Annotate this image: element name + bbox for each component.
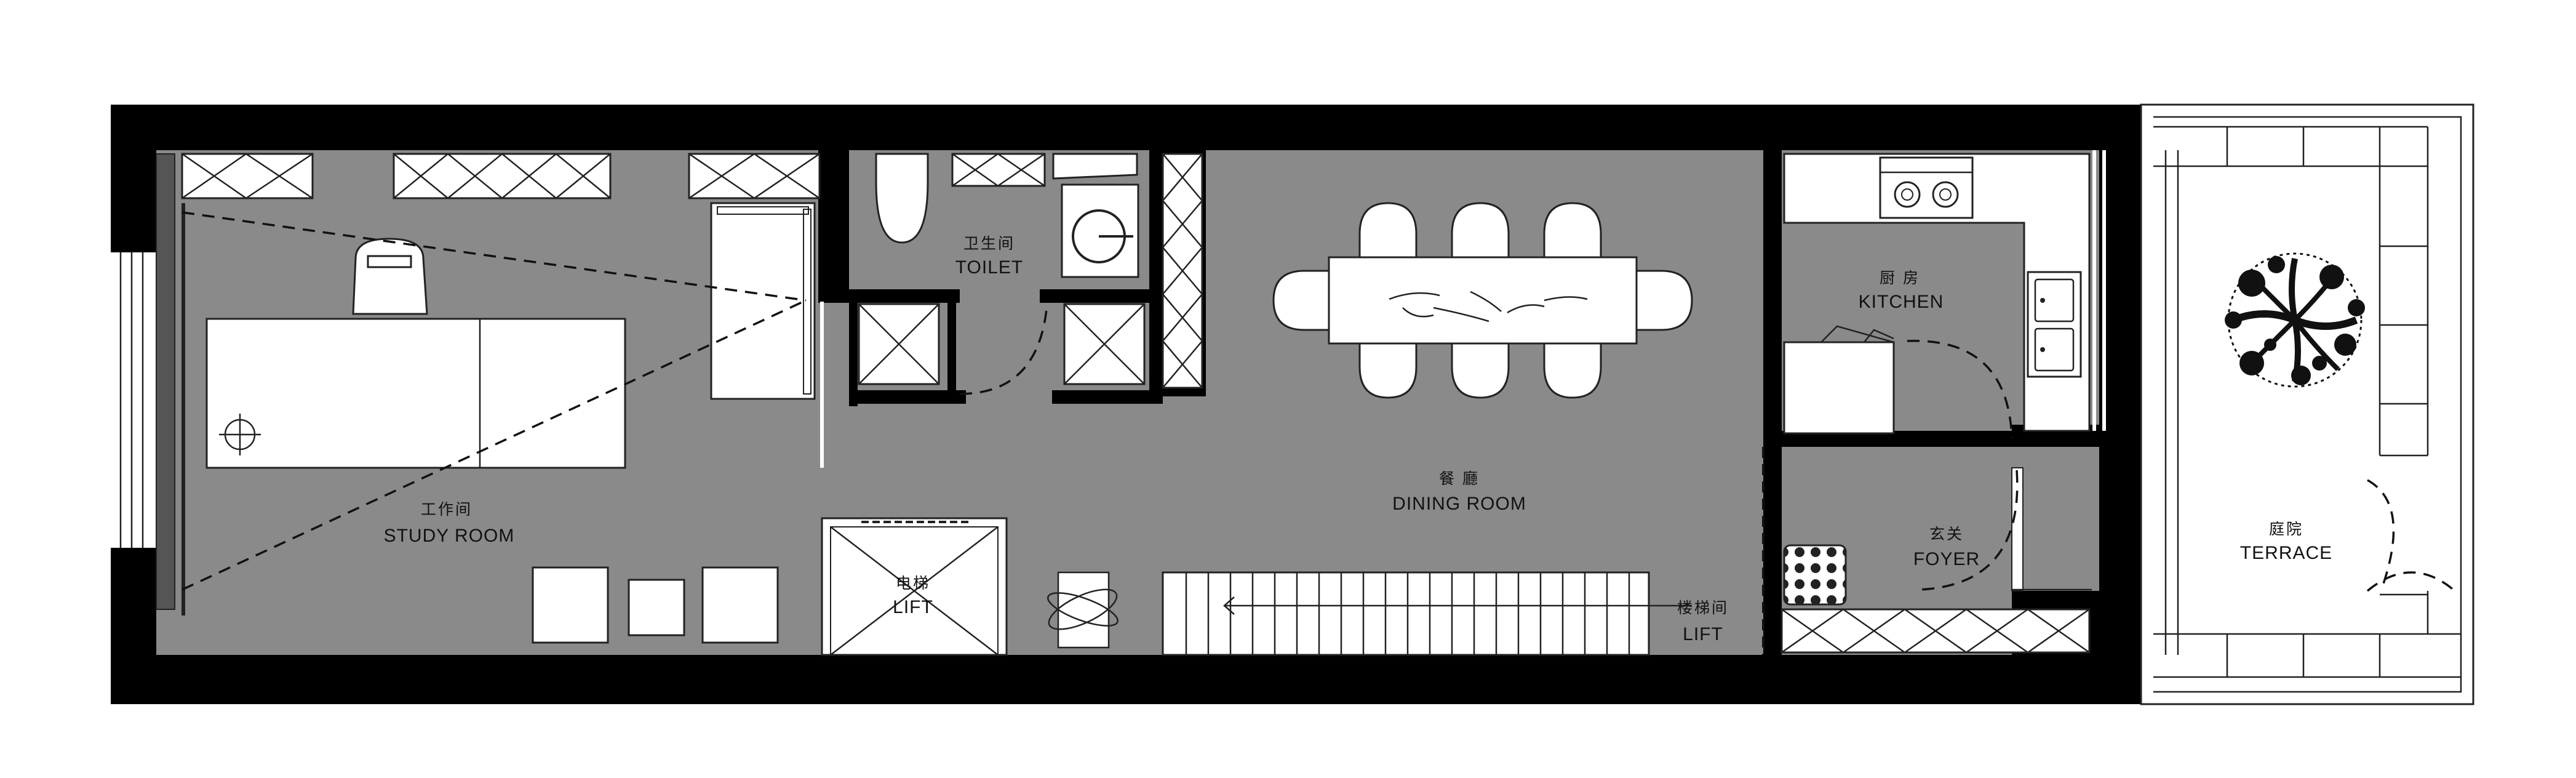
- foyer-cabinet: [1780, 608, 2091, 654]
- study-cabinets: [181, 153, 821, 199]
- study-chair: [352, 238, 428, 315]
- svg-text:FOYER: FOYER: [1913, 549, 1980, 569]
- room-label-kitchen: 厨 房 KITCHEN: [1859, 270, 1944, 312]
- terrace-tree: [2225, 252, 2365, 388]
- study-ottomans: [532, 566, 779, 644]
- room-label-foyer: 玄关 FOYER: [1913, 526, 1980, 569]
- svg-text:LIFT: LIFT: [893, 597, 933, 617]
- study-desk: [205, 318, 626, 469]
- foyer-mat: [1783, 544, 1847, 606]
- outer-walls: [111, 105, 2141, 704]
- svg-text:卫生间: 卫生间: [963, 235, 1015, 252]
- lounge-chair: [1047, 571, 1119, 649]
- room-label-lift: 电梯 LIFT: [893, 575, 933, 617]
- kitchen-counter: [1783, 150, 2106, 432]
- terrace: [2140, 103, 2474, 705]
- svg-text:TERRACE: TERRACE: [2240, 543, 2332, 563]
- svg-text:厨 房: 厨 房: [1880, 270, 1920, 287]
- kitchen-door-swing: [1907, 340, 2013, 439]
- room-label-dining: 餐 廳 DINING ROOM: [1392, 470, 1526, 514]
- study-sofa: [710, 202, 824, 468]
- study-dash-lines: [181, 211, 807, 591]
- svg-text:餐 廳: 餐 廳: [1439, 470, 1480, 487]
- svg-text:玄关: 玄关: [1929, 526, 1964, 543]
- tall-storage: [1162, 153, 1203, 389]
- study-window: [111, 153, 185, 616]
- svg-text:LIFT: LIFT: [1683, 624, 1723, 644]
- kitchen-appliance: [1783, 325, 1895, 435]
- svg-text:楼梯间: 楼梯间: [1677, 600, 1729, 617]
- room-label-terrace: 庭院 TERRACE: [2240, 521, 2332, 563]
- svg-text:STUDY ROOM: STUDY ROOM: [384, 526, 515, 546]
- toilet-fixtures: [858, 153, 1146, 395]
- svg-text:庭院: 庭院: [2269, 521, 2303, 538]
- svg-text:工作间: 工作间: [421, 501, 473, 518]
- staircase: [1162, 571, 1692, 656]
- svg-text:KITCHEN: KITCHEN: [1859, 292, 1944, 312]
- dining-chairs: [1272, 202, 1693, 399]
- room-label-toilet: 卫生间 TOILET: [955, 235, 1023, 278]
- dining-table: [1328, 256, 1638, 345]
- foyer-door: [1919, 467, 2092, 592]
- room-label-stair: 楼梯间 LIFT: [1677, 600, 1729, 644]
- svg-text:电梯: 电梯: [896, 575, 930, 592]
- room-label-study: 工作间 STUDY ROOM: [384, 501, 515, 546]
- svg-text:TOILET: TOILET: [955, 257, 1023, 278]
- svg-text:DINING ROOM: DINING ROOM: [1392, 494, 1526, 514]
- lift-shaft: [821, 517, 1008, 656]
